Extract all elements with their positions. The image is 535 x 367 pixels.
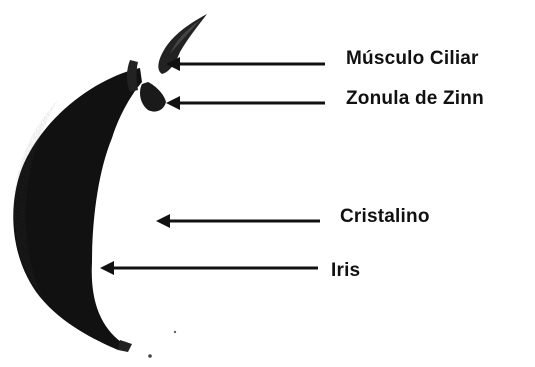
label-zonula-de-zinn: Zonula de Zinn bbox=[346, 89, 484, 108]
zonula-cluster-shape bbox=[140, 82, 166, 112]
arrow-zonula-de-zinn bbox=[166, 96, 325, 110]
arrow-iris bbox=[100, 261, 318, 275]
label-iris: Iris bbox=[331, 261, 360, 280]
lower-dot bbox=[148, 354, 152, 358]
label-musculo-ciliar: Músculo Ciliar bbox=[346, 49, 479, 68]
arrow-cristalino bbox=[156, 214, 320, 228]
lower-tip-speck bbox=[118, 340, 132, 352]
lower-dot-2 bbox=[174, 331, 176, 333]
ciliary-body-shape bbox=[127, 60, 138, 92]
label-cristalino: Cristalino bbox=[340, 207, 430, 226]
cornea-crescent-shape bbox=[13, 68, 142, 350]
arrow-musculo-ciliar bbox=[166, 57, 325, 71]
